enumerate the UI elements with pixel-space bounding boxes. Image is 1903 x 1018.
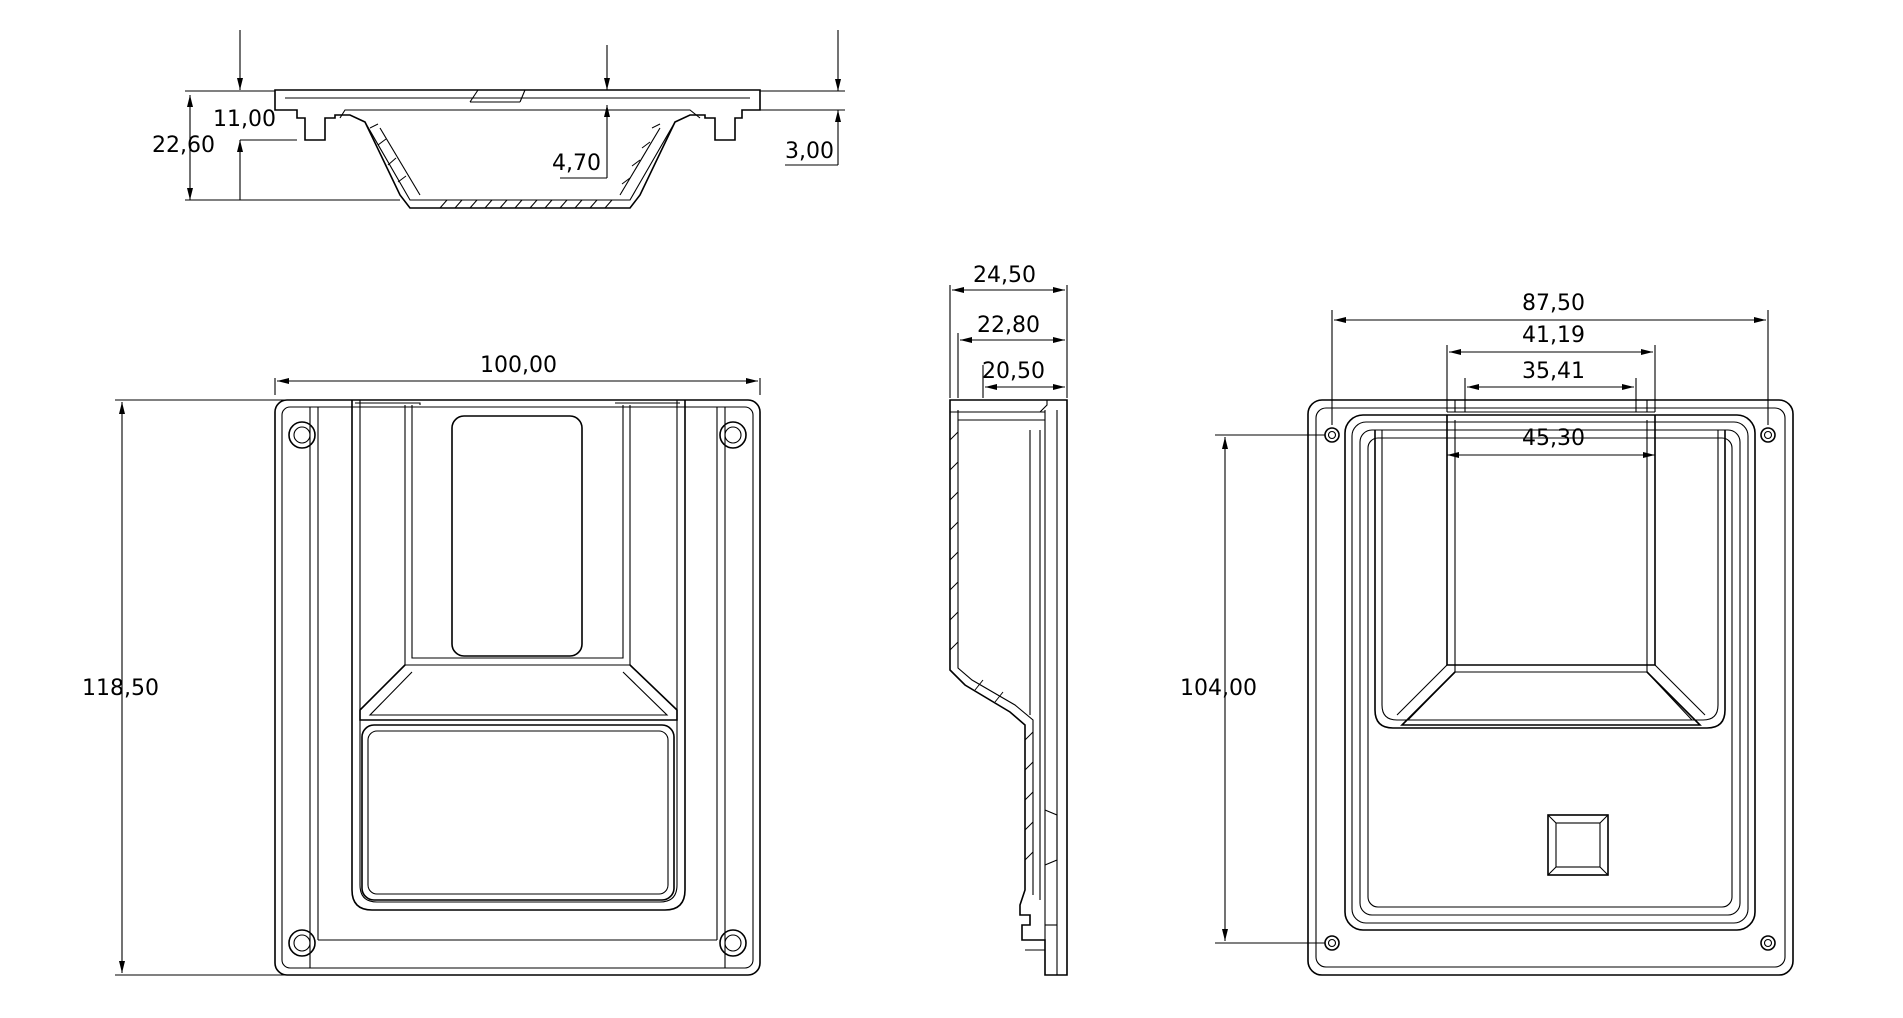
dim-45-30: 45,30 (1522, 426, 1585, 451)
dim-41-19: 41,19 (1522, 323, 1585, 348)
dim-22-60: 22,60 (152, 133, 215, 158)
rear-view: 87,50 41,19 35,41 45,30 104,00 (1180, 291, 1794, 976)
dim-4-70: 4,70 (552, 151, 601, 176)
front-view: 100,00 118,50 (82, 353, 761, 976)
dim-22-80: 22,80 (977, 313, 1040, 338)
dim-24-50: 24,50 (973, 263, 1036, 288)
top-section-view: 11,00 22,60 4,70 3,00 (152, 30, 845, 209)
dim-11-00: 11,00 (213, 107, 276, 132)
dim-118-50: 118,50 (82, 676, 159, 701)
dim-35-41: 35,41 (1522, 359, 1585, 384)
dim-100-00: 100,00 (480, 353, 557, 378)
side-view: 24,50 22,80 20,50 (949, 263, 1068, 976)
dim-104-00: 104,00 (1180, 676, 1257, 701)
dim-87-50: 87,50 (1522, 291, 1585, 316)
dim-20-50: 20,50 (982, 359, 1045, 384)
dim-3-00: 3,00 (785, 139, 834, 164)
